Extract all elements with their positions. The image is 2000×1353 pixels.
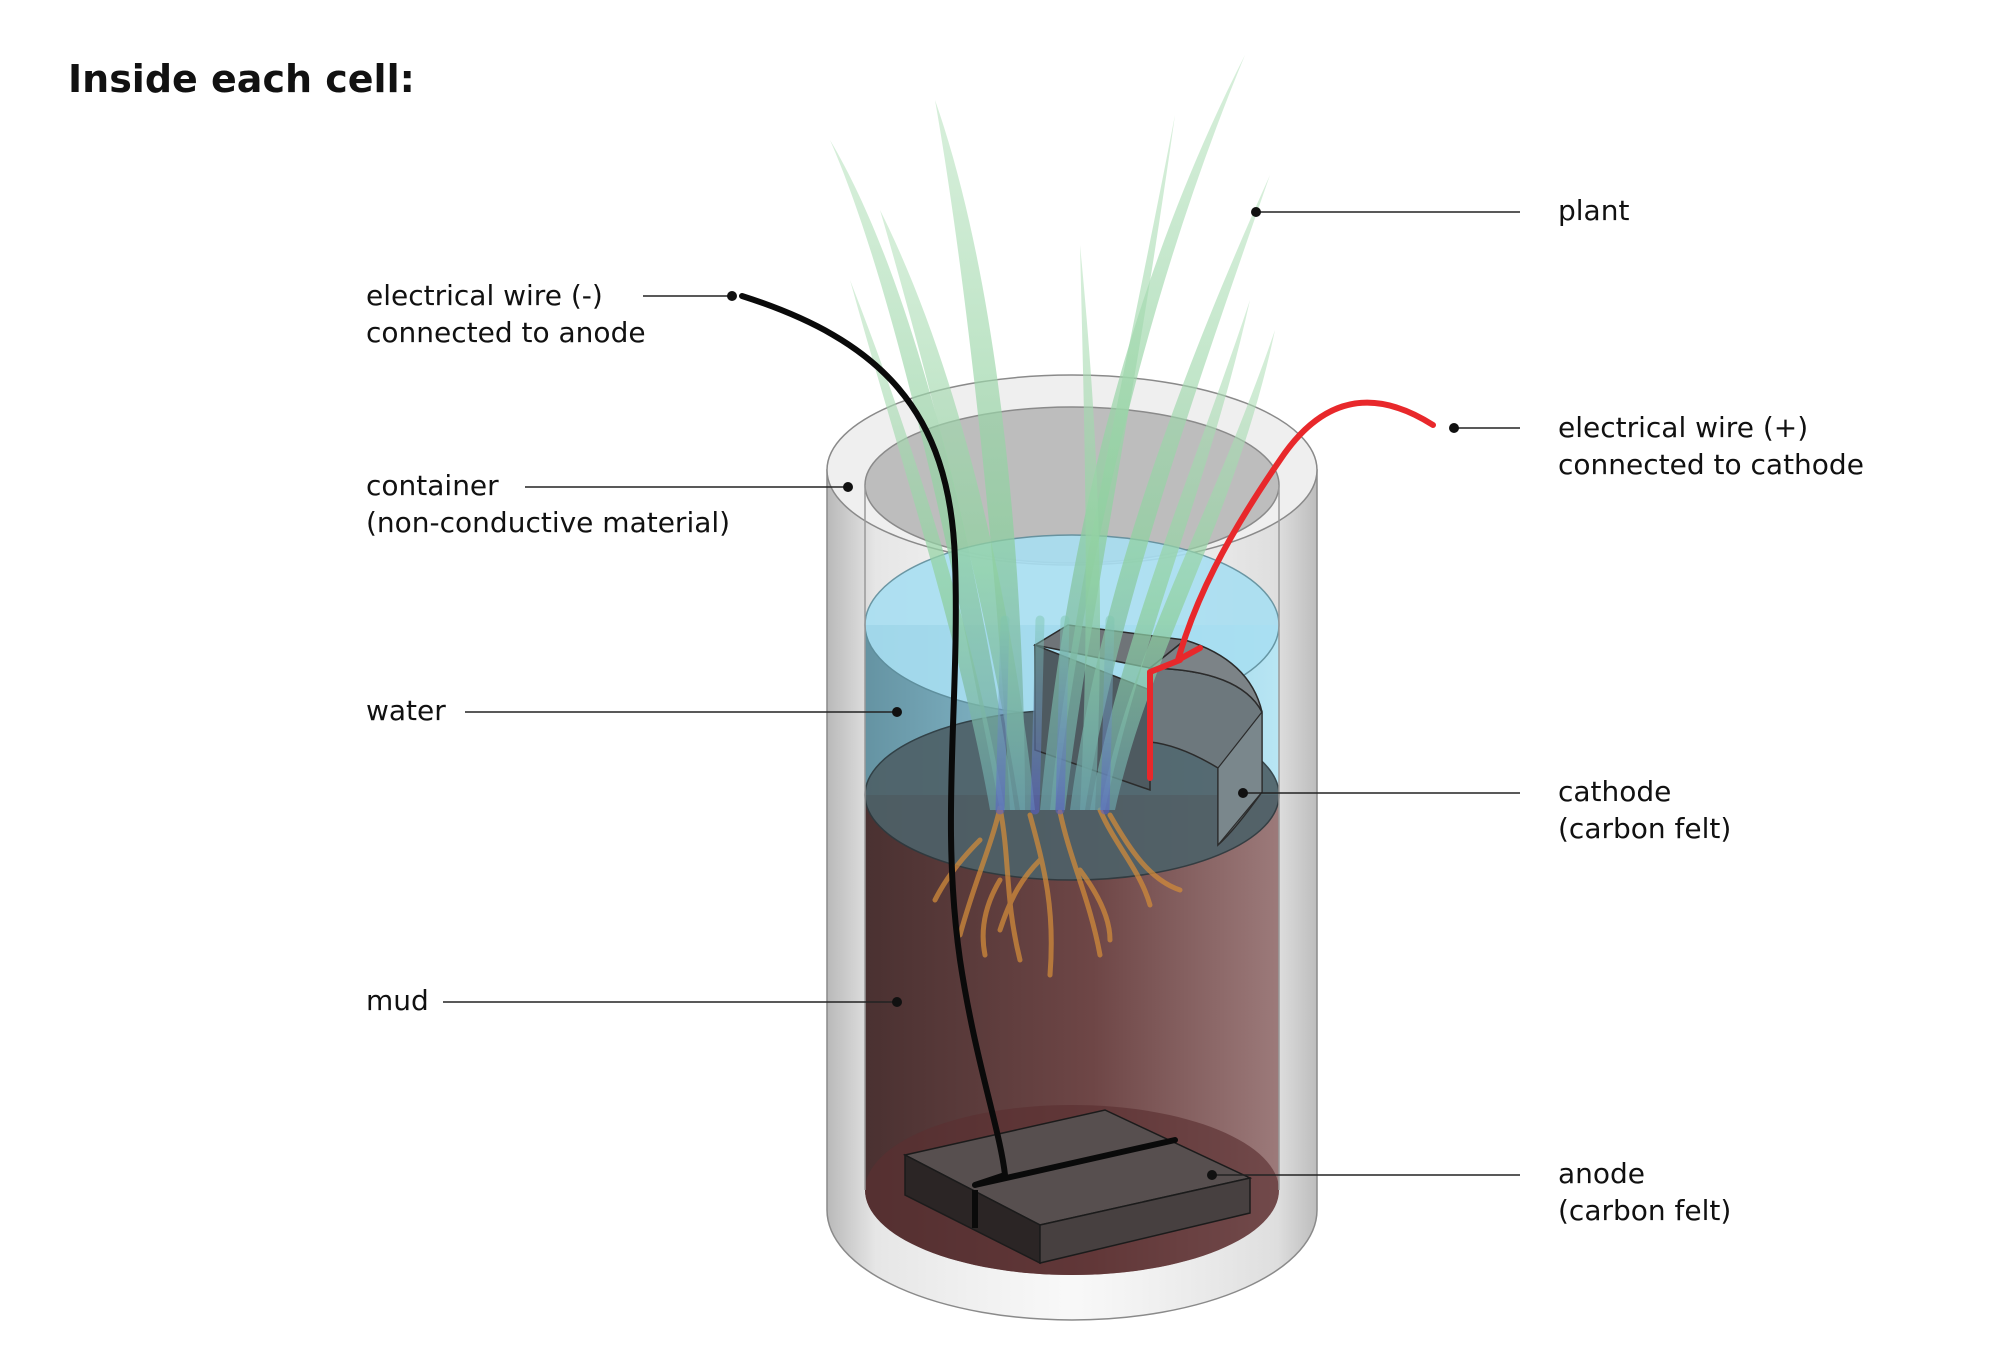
plant: [830, 55, 1275, 815]
wire-negative: [739, 293, 1178, 1188]
label-mud: mud: [366, 984, 429, 1017]
wire-positive: [1147, 399, 1436, 781]
leader-lines: [443, 207, 1520, 1180]
label-anode: anode (carbon felt): [1558, 1157, 1731, 1227]
label-water: water: [366, 694, 446, 727]
roots: [932, 805, 1183, 978]
page-title: Inside each cell:: [68, 57, 415, 101]
label-wire-positive: electrical wire (+) connected to cathode: [1558, 411, 1864, 481]
label-plant: plant: [1558, 194, 1629, 227]
anode: [902, 1109, 1253, 1265]
label-cathode: cathode (carbon felt): [1558, 775, 1731, 845]
label-container: container (non-conductive material): [366, 469, 730, 539]
label-wire-negative: electrical wire (-) connected to anode: [366, 279, 646, 349]
